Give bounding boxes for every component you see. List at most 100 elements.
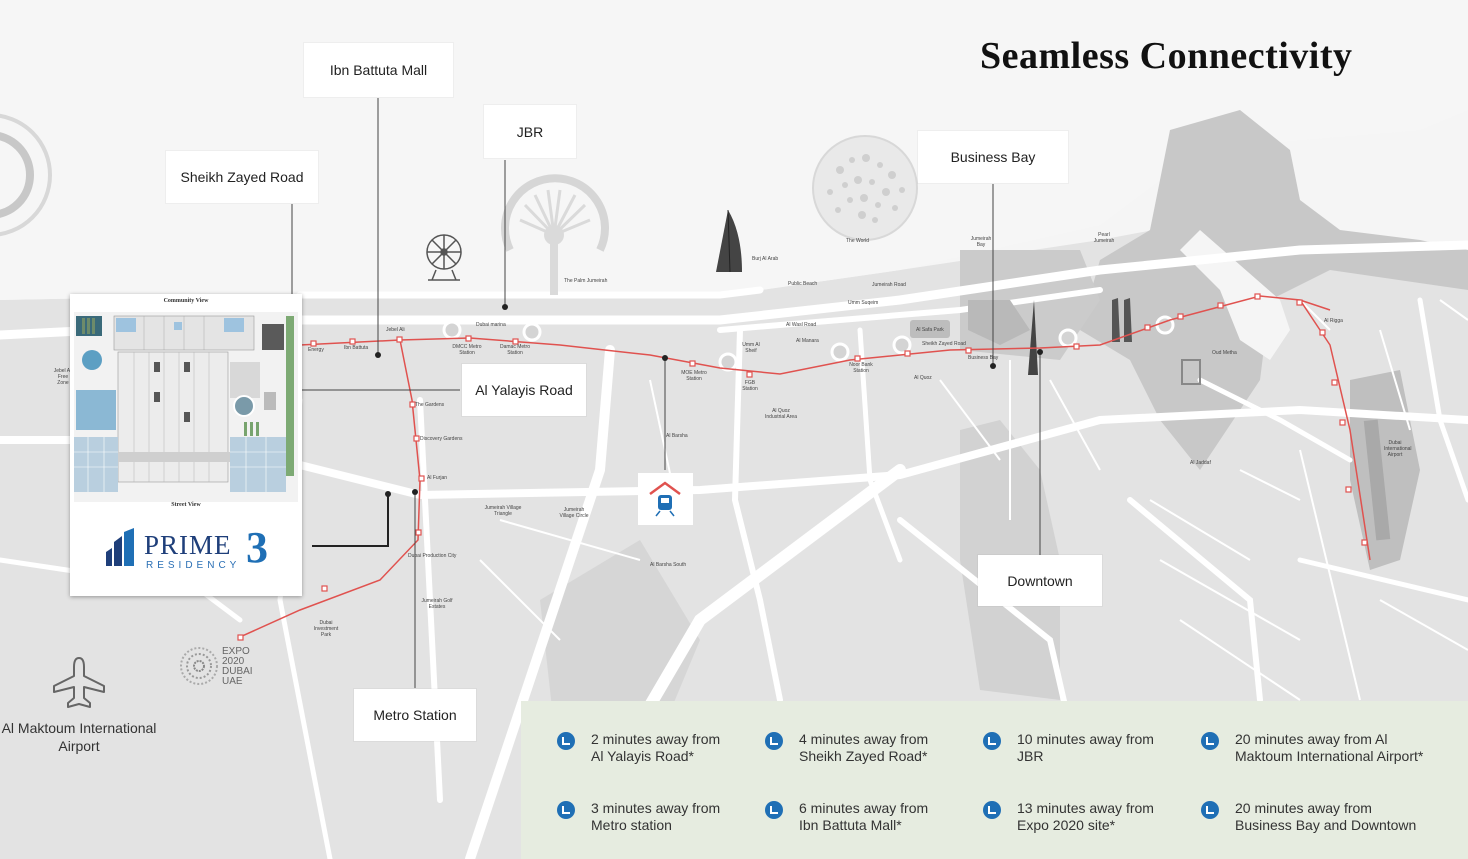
callout-jbr[interactable]: JBR: [484, 105, 576, 158]
burj-al-arab-icon: [716, 209, 742, 273]
site-plan-image: [74, 312, 298, 502]
map-label-al-rigga: Al Rigga: [1324, 318, 1343, 324]
map-label-dubai-production: Dubai Production City: [408, 553, 457, 559]
callout-metro-station[interactable]: Metro Station: [354, 689, 476, 741]
map-label-the-gardens: The Gardens: [415, 402, 445, 408]
plan-street-view-label: Street View: [171, 502, 201, 508]
callout-label: Business Bay: [950, 149, 1036, 165]
map-label-ibn-battuta-station: Ibn Battuta: [344, 345, 369, 351]
map-label-moe: MOE Metro Station: [681, 370, 707, 382]
metro-line: [239, 295, 1371, 638]
callout-label: Downtown: [1007, 572, 1073, 589]
airplane-icon: [53, 657, 105, 708]
bullet-check-icon: [1201, 732, 1219, 750]
expo-line-1: EXPO: [222, 646, 250, 657]
callout-al-yalayis-road[interactable]: Al Yalayis Road: [462, 364, 586, 416]
map-label-jvc: Jumeirah Village Circle: [559, 507, 589, 519]
callout-sheikh-zayed-road[interactable]: Sheikh Zayed Road: [166, 151, 318, 203]
map-label-burj-al-arab: Burj Al Arab: [752, 256, 779, 262]
map-label-pearl-jumeirah: Pearl Jumeirah: [1093, 232, 1115, 244]
map-label-palm: The Palm Jumeirah: [564, 278, 608, 284]
map-label-al-safa-park: Al Safa Park: [916, 327, 944, 333]
logo-subtitle: RESIDENCY: [146, 560, 241, 571]
page-title: Seamless Connectivity: [980, 35, 1353, 77]
the-world-icon: [812, 135, 918, 241]
airport-label: Al Maktoum International Airport: [1, 720, 157, 754]
map-label-al-quoz: Al Quoz: [914, 375, 932, 381]
callout-downtown[interactable]: Downtown: [978, 555, 1102, 606]
prime-3-residency-logo: PRIME 3 RESIDENCY: [104, 523, 294, 578]
map-label-the-world: The World: [846, 238, 869, 244]
map-label-public-beach: Public Beach: [788, 281, 818, 287]
map-label-business-bay-station: Business Bay: [968, 355, 999, 361]
bullet-check-icon: [765, 801, 783, 819]
map-label-jebel-free-zone: Jebel Ali Free Zone: [53, 368, 73, 386]
map-label-energy: Energy: [308, 347, 324, 353]
expo-logo-text: EXPO 2020 DUBAI UAE: [222, 647, 253, 687]
logo-number: 3: [246, 523, 268, 572]
map-label-fgb: FGB Station: [742, 380, 758, 392]
map-label-umm-al-sheif: Umm Al Sheif: [742, 342, 760, 354]
plan-community-view-label: Community View: [163, 298, 209, 304]
map-label-dubai-investment: Dubai Investment Park: [313, 620, 339, 638]
map-label-discovery-gardens: Discovery Gardens: [420, 436, 463, 442]
callout-label: Al Yalayis Road: [475, 382, 573, 398]
map-label-al-furjan: Al Furjan: [427, 475, 448, 481]
map-label-al-wasl-road: Al Wasl Road: [786, 322, 817, 328]
bullet-check-icon: [983, 801, 1001, 819]
bullet-check-icon: [1201, 801, 1219, 819]
map-label-al-barsha-south: Al Barsha South: [650, 562, 687, 568]
logo-name: PRIME: [144, 530, 232, 560]
map-label-al-quoz-industrial: Al Quoz Industrial Area: [765, 408, 797, 420]
bullet-check-icon: [983, 732, 1001, 750]
map-label-noor-bank: Noor Bank Station: [849, 362, 873, 374]
map-label-jumeirah-bay: Jumeirah Bay: [970, 236, 992, 248]
map-label-jumeirah-road: Jumeirah Road: [872, 282, 906, 288]
map-label-oud-metha: Oud Metha: [1212, 350, 1237, 356]
expo-2020-logo: EXPO 2020 DUBAI UAE: [180, 645, 260, 687]
map-label-sheikh-zayed-road: Sheikh Zayed Road: [922, 341, 966, 347]
metro-station-icon: [638, 473, 693, 525]
callout-label: Ibn Battuta Mall: [329, 62, 428, 78]
map-label-jebel-ali: Jebel Ali: [386, 327, 405, 333]
map-label-al-barsha: Al Barsha: [666, 433, 688, 439]
palm-island-icon: [501, 174, 609, 295]
callout-label: Sheikh Zayed Road: [180, 169, 304, 185]
expo-logo-icon: [180, 647, 218, 685]
map-label-jvt: Jumeirah Village Triangle: [484, 505, 522, 517]
map-label-dubai-marina: Dubai marina: [476, 322, 506, 328]
map-label-al-jaddaf: Al Jaddaf: [1190, 460, 1211, 466]
callout-business-bay[interactable]: Business Bay: [918, 131, 1068, 183]
project-plan-card[interactable]: Community View Street View: [70, 294, 302, 596]
bullet-check-icon: [557, 732, 575, 750]
callout-ibn-battuta-mall[interactable]: Ibn Battuta Mall: [304, 43, 453, 97]
bullet-check-icon: [765, 732, 783, 750]
ferris-wheel-icon: [426, 234, 462, 281]
expo-line-2: 2020: [222, 656, 245, 667]
map-label-umm-suqeim: Umm Suqeim: [848, 300, 879, 306]
map-label-airport: Dubai International Airport: [1384, 440, 1412, 458]
expo-line-3: DUBAI: [222, 666, 253, 677]
callout-label: Metro Station: [373, 707, 457, 723]
map-label-dmcc: DMCC Metro Station: [452, 344, 482, 356]
map-label-jge: Jumeirah Golf Estates: [421, 598, 453, 610]
expo-line-4: UAE: [222, 676, 243, 687]
logo-building-icon: [106, 528, 134, 566]
map-label-al-manara: Al Manara: [796, 338, 819, 344]
